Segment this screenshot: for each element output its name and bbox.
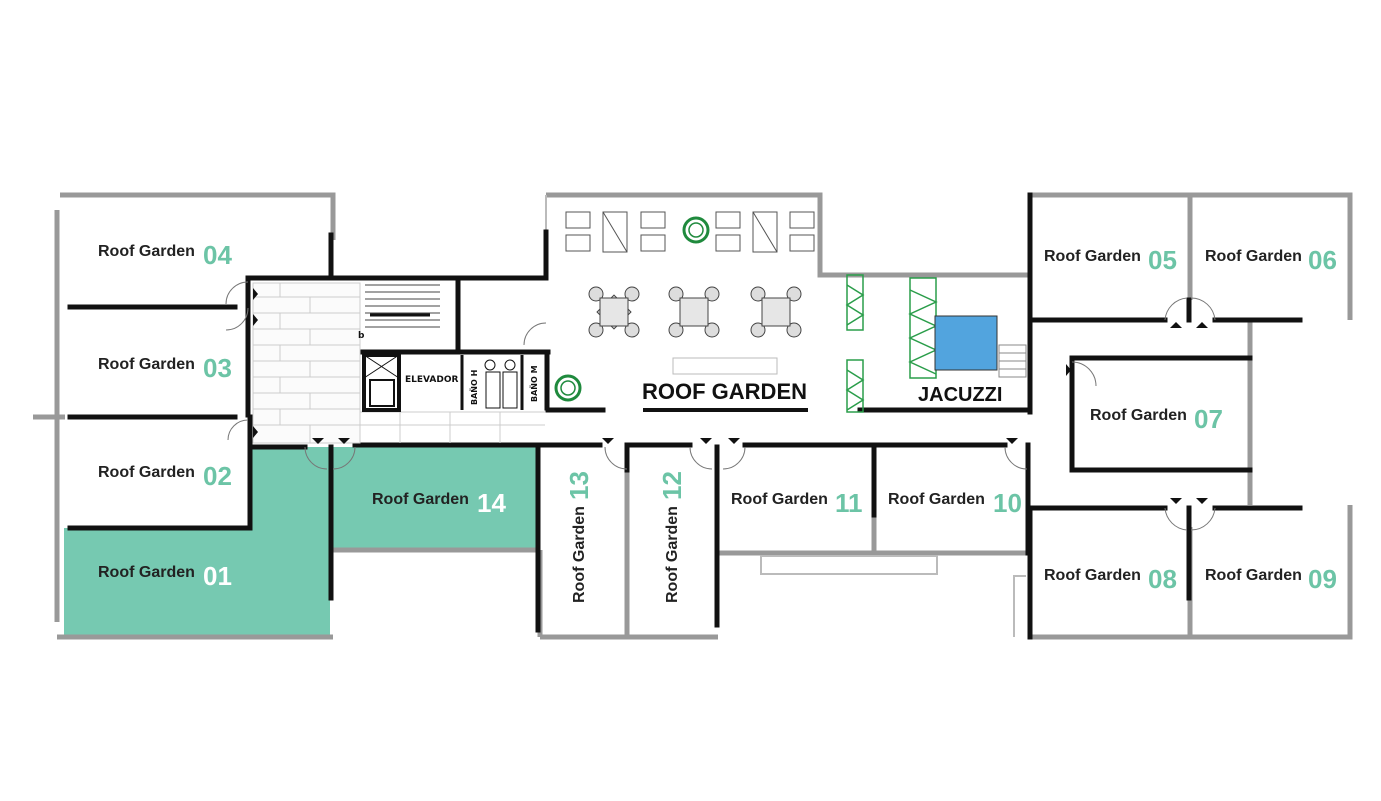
unit-label: Roof Garden [98, 356, 195, 373]
unit-number: 07 [1194, 404, 1223, 434]
unit-label: Roof Garden [1090, 407, 1187, 424]
unit-number: 01 [203, 561, 232, 591]
unit-number: 08 [1148, 564, 1177, 594]
unit-number: 06 [1308, 245, 1337, 275]
unit-label: Roof Garden [1205, 567, 1302, 584]
door-swings [225, 281, 1216, 531]
unit-label: Roof Garden [372, 491, 469, 508]
bath-h-label: BAÑO H [469, 370, 479, 405]
walls [67, 192, 1303, 640]
unit-number: 11 [835, 488, 863, 518]
unit-number: 12 [657, 471, 687, 500]
unit-number: 03 [203, 353, 232, 383]
unit-14[interactable]: Roof Garden 14 [372, 488, 506, 518]
terrace-edge [545, 195, 1026, 637]
dining-tables [588, 286, 802, 338]
jacuzzi-pool [934, 315, 998, 371]
unit-number: 10 [993, 488, 1022, 518]
unit-label: Roof Garden [1044, 248, 1141, 265]
unit-05[interactable]: Roof Garden 05 [1044, 245, 1177, 275]
unit-label: Roof Garden [1044, 567, 1141, 584]
unit-14-fill[interactable] [333, 447, 538, 550]
bathrooms [460, 355, 524, 410]
unit-number: 04 [203, 240, 232, 270]
unit-08[interactable]: Roof Garden 08 [1044, 564, 1177, 594]
unit-label: Roof Garden [664, 506, 681, 603]
entry-arrows [253, 288, 1208, 504]
unit-11[interactable]: Roof Garden 11 [731, 488, 863, 518]
roof-garden-amenity-label: ROOF GARDEN [642, 379, 807, 404]
unit-12[interactable]: Roof Garden 12 [657, 471, 687, 603]
unit-04[interactable]: Roof Garden 04 [98, 240, 232, 270]
unit-01[interactable]: Roof Garden 01 [98, 561, 232, 591]
loungers [565, 211, 815, 253]
round-planters [554, 216, 710, 402]
stair-mark: b [358, 331, 365, 341]
unit-label: Roof Garden [571, 506, 588, 603]
pool-steps [998, 344, 1027, 378]
unit-13[interactable]: Roof Garden 13 [564, 471, 594, 603]
unit-label: Roof Garden [98, 464, 195, 481]
unit-06[interactable]: Roof Garden 06 [1205, 245, 1337, 275]
bath-m-label: BAÑO M [529, 365, 539, 402]
unit-09[interactable]: Roof Garden 09 [1205, 564, 1337, 594]
unit-number: 02 [203, 461, 232, 491]
stairs [365, 284, 440, 328]
unit-number: 13 [564, 471, 594, 500]
unit-label: Roof Garden [888, 491, 985, 508]
unit-10[interactable]: Roof Garden 10 [888, 488, 1022, 518]
unit-label: Roof Garden [1205, 248, 1302, 265]
hallway-tiles [252, 282, 545, 444]
unit-07[interactable]: Roof Garden 07 [1090, 404, 1223, 434]
unit-01-fill[interactable] [64, 447, 330, 635]
unit-number: 09 [1308, 564, 1337, 594]
unit-number: 14 [477, 488, 506, 518]
bar-counter [672, 357, 778, 375]
unit-label: Roof Garden [98, 564, 195, 581]
jacuzzi-amenity-label: JACUZZI [918, 384, 1002, 406]
elevator-shaft [362, 353, 401, 412]
unit-number: 05 [1148, 245, 1177, 275]
unit-label: Roof Garden [98, 243, 195, 260]
unit-03[interactable]: Roof Garden 03 [98, 353, 232, 383]
elevator-label: ELEVADOR [405, 375, 458, 385]
unit-label: Roof Garden [731, 491, 828, 508]
unit-02[interactable]: Roof Garden 02 [98, 461, 232, 491]
hedge-planters [845, 274, 938, 413]
